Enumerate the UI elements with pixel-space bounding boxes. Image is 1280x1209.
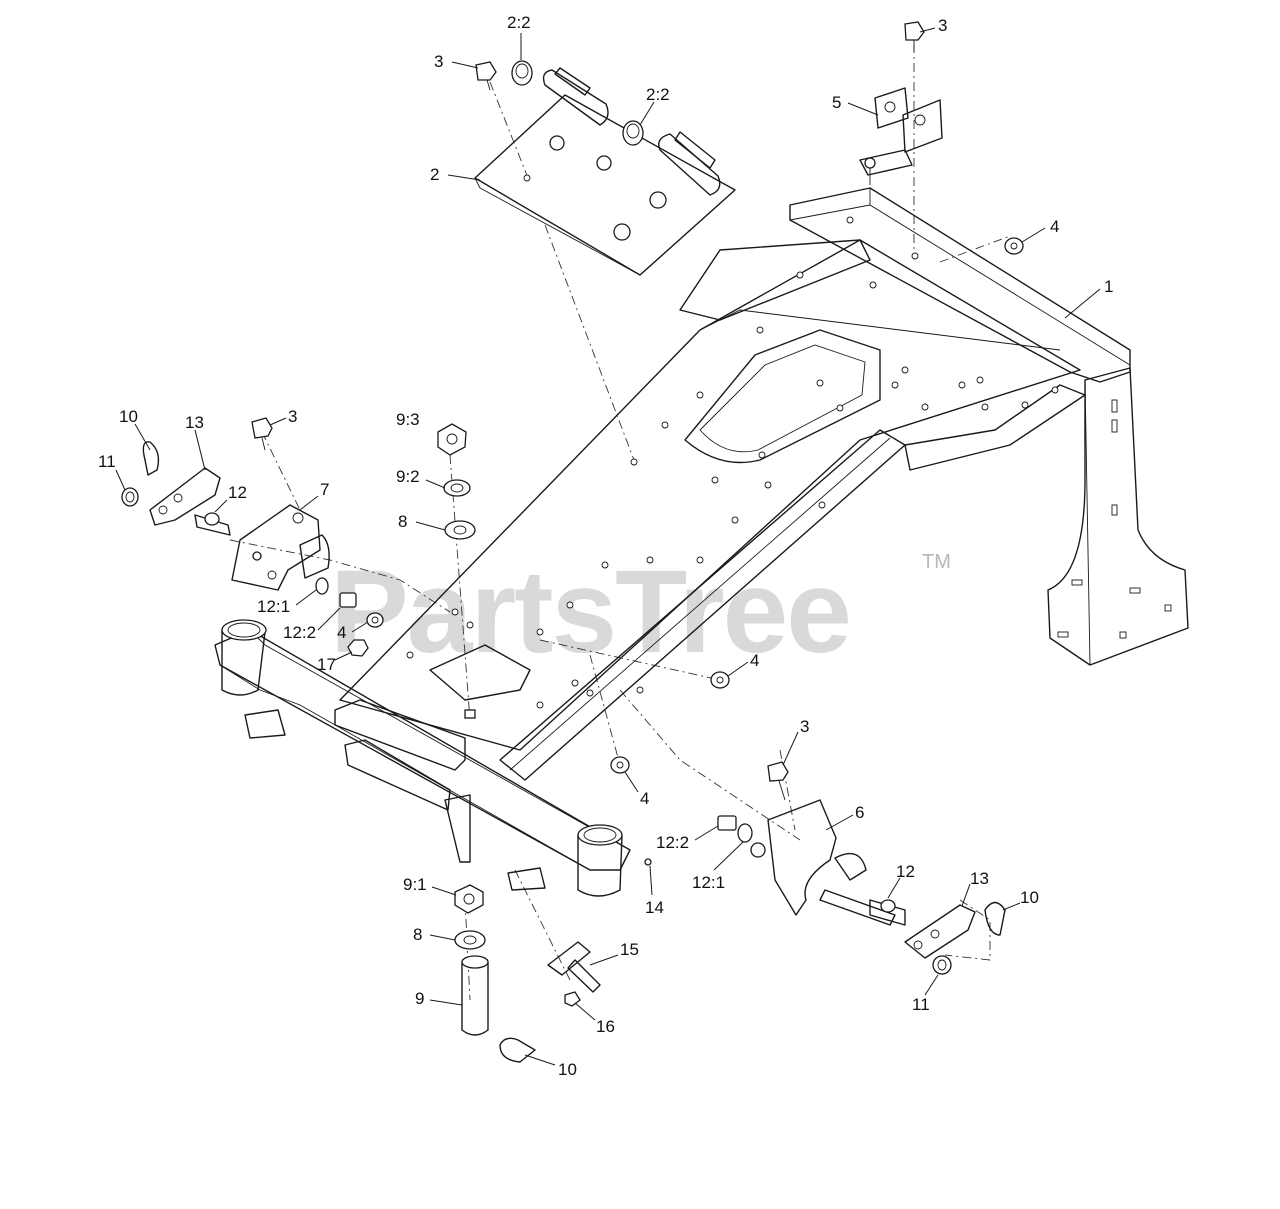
callout-3-top-left: 3: [434, 52, 443, 71]
callout-2-2-top: 2:2: [507, 13, 531, 32]
callout-9-3: 9:3: [396, 410, 420, 429]
callout-4-top: 4: [1050, 217, 1059, 236]
right-hardware: [717, 761, 1006, 975]
callout-16: 16: [596, 1017, 615, 1036]
bracket: [859, 87, 943, 185]
callout-17: 17: [317, 655, 336, 674]
callout-12-2-right: 12:2: [656, 833, 689, 852]
callout-1: 1: [1104, 277, 1113, 296]
callout-5: 5: [832, 93, 841, 112]
callout-10-left: 10: [119, 407, 138, 426]
callout-12-left: 12: [228, 483, 247, 502]
callout-3-right: 3: [800, 717, 809, 736]
callout-12-1-left: 12:1: [257, 597, 290, 616]
main-frame: [339, 187, 1189, 781]
callout-3-mid-left: 3: [288, 407, 297, 426]
callout-labels: 2:2 3 2:2 2 3 5 4 1 10 13 3 9:3 11 9:2 1…: [98, 13, 1113, 1079]
callout-2-2-right: 2:2: [646, 85, 670, 104]
front-axle: [214, 619, 631, 897]
watermark-brand: PartsTree: [330, 546, 850, 678]
callout-11-right: 11: [912, 995, 930, 1014]
callout-8-lower: 8: [413, 925, 422, 944]
callout-9-2: 9:2: [396, 467, 420, 486]
callout-2: 2: [430, 165, 439, 184]
callout-4-lower: 4: [640, 789, 649, 808]
callout-12-2-left: 12:2: [283, 623, 316, 642]
callout-3-top-right: 3: [938, 16, 947, 35]
callout-4-left: 4: [337, 623, 346, 642]
callout-10-bottom: 10: [558, 1060, 577, 1079]
watermark-trademark: TM: [922, 551, 951, 573]
callout-10-right: 10: [1020, 888, 1039, 907]
leader-lines: [115, 27, 1101, 1066]
callout-9: 9: [415, 989, 424, 1008]
callout-9-1: 9:1: [403, 875, 427, 894]
callout-11-left: 11: [98, 452, 116, 471]
center-pivot-hardware: [437, 423, 536, 1063]
misc-hardware: [475, 21, 1024, 1007]
callout-6: 6: [855, 803, 864, 822]
callout-13-left: 13: [185, 413, 204, 432]
callout-8-upper: 8: [398, 512, 407, 531]
callout-7: 7: [320, 480, 329, 499]
callout-12-1-right: 12:1: [692, 873, 725, 892]
callout-12-right: 12: [896, 862, 915, 881]
callout-13-right: 13: [970, 869, 989, 888]
callout-14: 14: [645, 898, 664, 917]
assembly-center-lines: [229, 44, 1011, 1001]
hinge-plate: [474, 60, 736, 276]
callout-15: 15: [620, 940, 639, 959]
callout-4-center: 4: [750, 651, 759, 670]
watermark: PartsTree TM: [330, 546, 951, 678]
